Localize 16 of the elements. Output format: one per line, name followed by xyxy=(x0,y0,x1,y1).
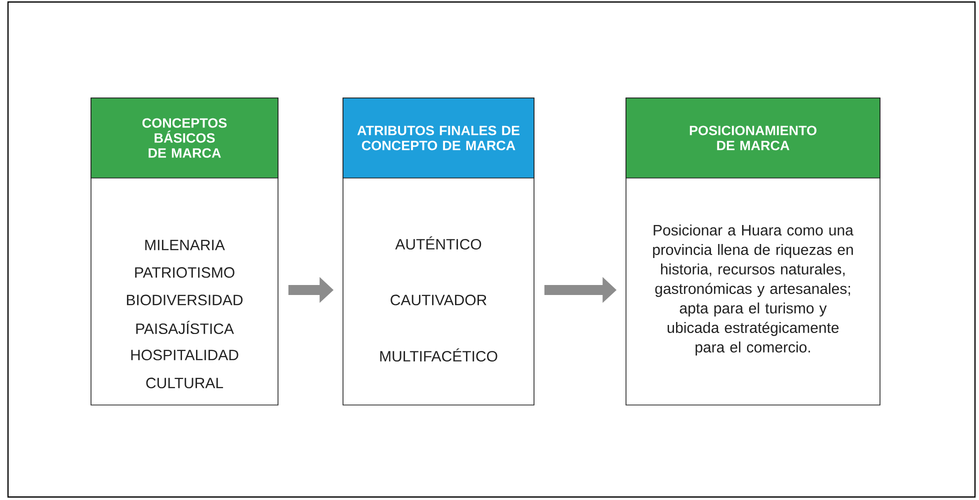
list-item: MILENARIA xyxy=(145,240,225,250)
list-item: PAISAJÍSTICA xyxy=(136,320,234,334)
card xyxy=(342,98,534,406)
card xyxy=(90,98,278,406)
list-item: AUTÉNTICO xyxy=(395,236,482,250)
list-item: CULTURAL xyxy=(146,378,224,388)
card-heading: POSICIONAMIENTO DE MARCA xyxy=(690,126,816,150)
card-heading: ATRIBUTOS FINALES DE CONCEPTO DE MARCA xyxy=(357,126,520,150)
list-item: PATRIOTISMO xyxy=(135,267,234,278)
paragraph: Posicionar a Huara como una provincia llena de riquezas en historia, recursos naturales, gastronómicas y artesanales; apta para el turismo y ubicada estratégicamente para el comercio. xyxy=(653,224,854,356)
list-item: MULTIFACÉTICO xyxy=(380,348,498,362)
list-item: BIODIVERSIDAD xyxy=(126,294,243,306)
card-heading: CONCEPTOS BÁSICOS DE MARCA xyxy=(142,118,227,158)
card xyxy=(626,98,880,406)
list-item: CAUTIVADOR xyxy=(390,294,486,306)
list-item: HOSPITALIDAD xyxy=(131,350,238,360)
